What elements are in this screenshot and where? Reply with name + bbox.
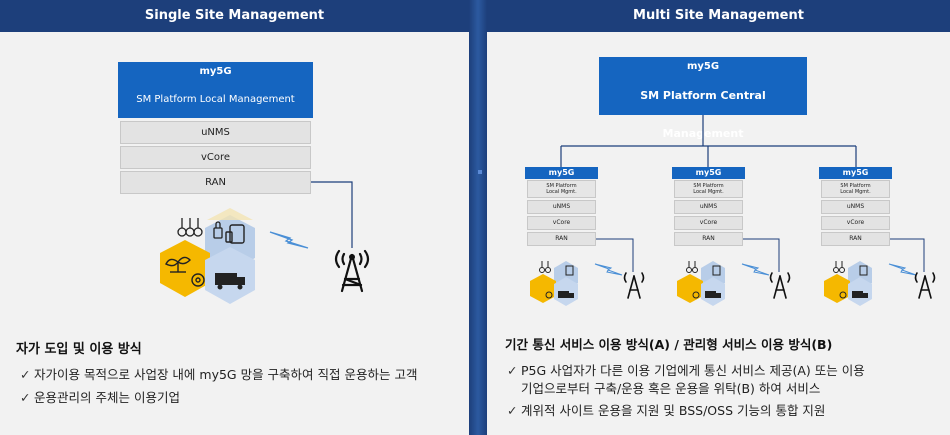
- divider-marker: [478, 170, 482, 174]
- site-illustration-2: [677, 261, 725, 306]
- multi-site-header: Multi Site Management: [487, 0, 950, 32]
- truck-icon: [215, 273, 245, 290]
- bulb-icon: [833, 261, 845, 273]
- gear-icon: [692, 291, 700, 299]
- multi-bullet-1-cont-text: 기업으로부터 구축/운용 혹은 운용을 위탁(B) 하여 서비스: [521, 381, 821, 396]
- site-lightning-icons: [594, 263, 917, 276]
- site-3-vcore: vCore: [821, 216, 890, 230]
- tablet-icon: [225, 224, 245, 244]
- antenna-tower-icon: [623, 272, 645, 299]
- site-2-platform-line2: Local Mgmt.: [693, 189, 724, 195]
- multi-bullet-1-cont: 기업으로부터 구축/운용 혹은 운용을 위탁(B) 하여 서비스: [521, 380, 947, 397]
- single-bullet-1: ✓자가이용 목적으로 사업장 내에 my5G 망을 구축하여 직접 운용하는 고…: [20, 366, 468, 383]
- multi-site-panel: Multi Site Management my5G SM Platform C…: [487, 0, 950, 435]
- truck-icon: [558, 291, 574, 298]
- single-site-panel: Single Site Management my5G SM Platform …: [0, 0, 469, 435]
- plant-icon: [165, 256, 191, 273]
- site-3-platform-line1: SM Platform: [840, 183, 871, 189]
- site-3-platform: SM Platform Local Mgmt.: [821, 180, 890, 198]
- site-3-ran: RAN: [821, 232, 890, 246]
- site-1-vcore: vCore: [527, 216, 596, 230]
- site-3-unms: uNMS: [821, 200, 890, 214]
- gear-icon: [545, 291, 553, 299]
- multi-section-title: 기간 통신 서비스 이용 방식(A) / 관리형 서비스 이용 방식(B): [505, 337, 833, 352]
- check-icon: ✓: [507, 403, 518, 418]
- multi-bullet-1-text: P5G 사업자가 다른 이용 기업에게 통신 서비스 제공(A) 또는 이용: [521, 363, 865, 378]
- single-stack-vcore: vCore: [120, 146, 311, 169]
- site-1-title: my5G: [525, 167, 598, 179]
- site-2-vcore: vCore: [674, 216, 743, 230]
- multi-bullet-1: ✓P5G 사업자가 다른 이용 기업에게 통신 서비스 제공(A) 또는 이용: [507, 362, 947, 379]
- gear-icon: [191, 273, 205, 287]
- single-stack-unms: uNMS: [120, 121, 311, 144]
- site-ran-connectors: [596, 238, 925, 272]
- panel-divider: [469, 0, 487, 435]
- tablet-icon: [712, 265, 721, 276]
- site-illustration-1: [530, 261, 578, 306]
- single-stack-platform: SM Platform Local Management: [118, 82, 313, 118]
- site-2-platform: SM Platform Local Mgmt.: [674, 180, 743, 198]
- site-2-ran: RAN: [674, 232, 743, 246]
- gear-icon: [839, 291, 847, 299]
- antenna-tower-icon: [334, 249, 370, 293]
- site-2-title: my5G: [672, 167, 745, 179]
- site-2-platform-line1: SM Platform: [693, 183, 724, 189]
- bulb-icon: [177, 218, 203, 237]
- antenna-tower-icon: [914, 272, 936, 299]
- tablet-icon: [859, 265, 868, 276]
- single-bullet-1-text: 자가이용 목적으로 사업장 내에 my5G 망을 구축하여 직접 운용하는 고객: [34, 367, 418, 382]
- single-site-header: Single Site Management: [0, 0, 469, 32]
- single-section-title: 자가 도입 및 이용 방식: [16, 342, 142, 357]
- truck-icon: [852, 291, 868, 298]
- lock-icon: [213, 221, 223, 239]
- site-3-platform-line2: Local Mgmt.: [840, 189, 871, 195]
- site-1-platform: SM Platform Local Mgmt.: [527, 180, 596, 198]
- site-3-title: my5G: [819, 167, 892, 179]
- site-illustration-3: [824, 261, 872, 306]
- central-tree-connector: [560, 115, 857, 167]
- hex-yellow-shape: [824, 274, 850, 303]
- single-ran-connector: [311, 181, 353, 248]
- hex-yellow-shape: [530, 274, 556, 303]
- hex-yellow-shape: [677, 274, 703, 303]
- single-stack-ran: RAN: [120, 171, 311, 194]
- single-bullet-2-text: 운용관리의 주체는 이용기업: [34, 390, 180, 405]
- check-icon: ✓: [20, 367, 31, 382]
- site-1-ran: RAN: [527, 232, 596, 246]
- site-1-platform-line1: SM Platform: [546, 183, 577, 189]
- lightning-icon: [269, 231, 309, 249]
- bulb-icon: [539, 261, 551, 273]
- multi-bullet-2: ✓계위적 사이트 운용을 지원 및 BSS/OSS 기능의 통합 지원: [507, 402, 947, 419]
- check-icon: ✓: [20, 390, 31, 405]
- antenna-tower-icon: [769, 272, 791, 299]
- site-2-unms: uNMS: [674, 200, 743, 214]
- hex-yellow-shape: [160, 240, 210, 297]
- site-1-unms: uNMS: [527, 200, 596, 214]
- truck-icon: [705, 291, 721, 298]
- central-stack-platform: SM Platform Central Management: [599, 77, 807, 140]
- multi-bullet-2-text: 계위적 사이트 운용을 지원 및 BSS/OSS 기능의 통합 지원: [521, 403, 826, 418]
- single-site-illustration: [160, 208, 255, 304]
- check-icon: ✓: [507, 363, 518, 378]
- site-1-platform-line2: Local Mgmt.: [546, 189, 577, 195]
- bulb-icon: [686, 261, 698, 273]
- single-bullet-2: ✓운용관리의 주체는 이용기업: [20, 389, 468, 406]
- tablet-icon: [565, 265, 574, 276]
